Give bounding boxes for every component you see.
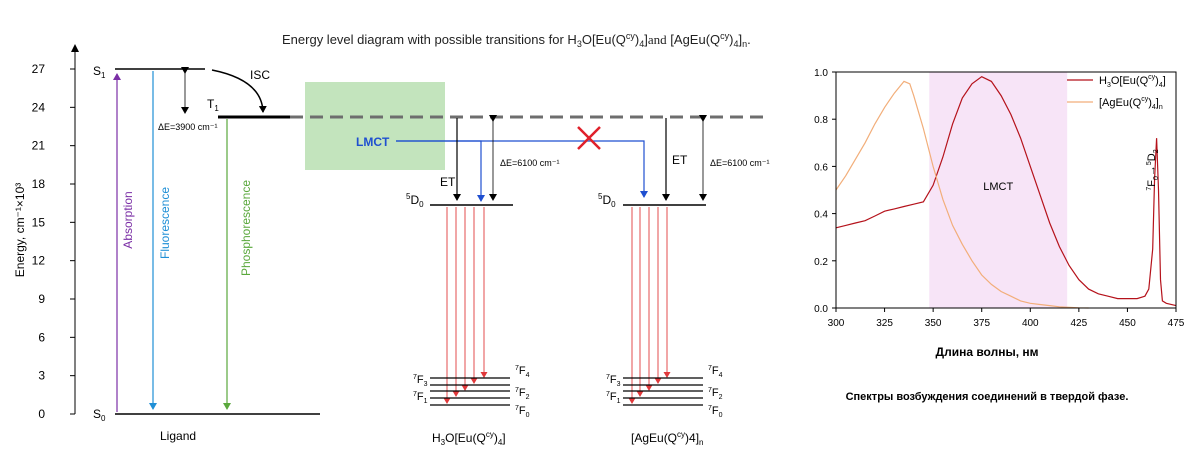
chart-y-tick-label: 0.6 <box>814 162 828 173</box>
energy-tick-label: 9 <box>38 292 45 306</box>
legend-label-eu: H3O[Eu(Qcy)4] <box>1099 74 1166 89</box>
f0-label-ageu: 7F0 <box>708 405 723 419</box>
chart-legend: H3O[Eu(Qcy)4] [AgEu(Qcy)4]n <box>1067 74 1166 111</box>
chart-x-tick-label: 425 <box>1071 318 1088 329</box>
d0-label-ageu: 5D0 <box>598 192 616 209</box>
isc-label: ISC <box>250 68 270 82</box>
lmct-arrow-ageu <box>396 140 648 198</box>
et-label-eu: ET <box>440 175 456 189</box>
chart-x-axis-label: Длина волны, нм <box>936 345 1039 359</box>
figure-caption: Спектры возбуждения соединений в твердой… <box>846 391 1129 403</box>
isc-arrow <box>211 69 267 113</box>
s0-label: S0 <box>93 407 106 423</box>
f3-label-eu: 7F3 <box>413 374 428 388</box>
ligand-label: Ligand <box>160 429 196 443</box>
energy-tick-label: 18 <box>32 177 46 191</box>
energy-tick-label: 0 <box>38 407 45 421</box>
peak-annotation: 7F0→5D2 <box>1146 149 1160 190</box>
chart-plot-frame <box>835 71 1177 309</box>
energy-axis-label: Energy, cm⁻¹×10³ <box>13 183 27 277</box>
energy-tick-label: 24 <box>32 100 46 114</box>
energy-tick-label: 6 <box>38 330 45 344</box>
f2-label-ageu: 7F2 <box>708 387 723 401</box>
compound-label-ageu: [AgEu(Qcy)4]n <box>631 430 704 447</box>
compound-label-eu: H3O[Eu(Qcy)4] <box>432 430 506 447</box>
energy-tick-label: 21 <box>32 139 46 153</box>
chart-x-tick-label: 300 <box>828 318 845 329</box>
legend-label-ageu: [AgEu(Qcy)4]n <box>1099 96 1163 111</box>
series-line-1 <box>835 80 1089 309</box>
delta-e-st-label: ΔE=3900 cm⁻¹ <box>158 122 218 132</box>
emission-lines-eu <box>443 207 488 404</box>
phosphorescence-label: Phosphorescence <box>239 180 253 276</box>
f-levels-eu <box>430 377 510 406</box>
f-levels-ageu <box>623 377 703 406</box>
delta-e-label-eu: ΔE=6100 cm⁻¹ <box>500 158 560 168</box>
f1-label-ageu: 7F1 <box>606 391 621 405</box>
lmct-region <box>929 72 1068 308</box>
chart-x-ticks: 300 325 350 375 400 425 450 475 <box>828 308 1185 329</box>
energy-tick-label: 3 <box>38 369 45 383</box>
lmct-region-label: LMCT <box>983 181 1013 193</box>
t1-label: T1 <box>207 97 219 113</box>
energy-axis-arrowhead <box>71 44 79 52</box>
chart-x-tick-label: 350 <box>925 318 942 329</box>
d0-label-eu: 5D0 <box>406 192 424 209</box>
s1-label: S1 <box>93 64 106 80</box>
energy-tick-label: 27 <box>32 62 46 76</box>
chart-y-tick-label: 0.4 <box>814 210 828 221</box>
delta-e-label-ageu: ΔE=6100 cm⁻¹ <box>710 158 770 168</box>
chart-y-ticks: 0.0 0.2 0.4 0.6 0.8 1.0 <box>814 68 836 315</box>
chart-x-tick-label: 475 <box>1168 318 1185 329</box>
f2-label-eu: 7F2 <box>515 387 530 401</box>
chart-y-tick-label: 0.2 <box>814 257 828 268</box>
chart-y-tick-label: 0.8 <box>814 115 828 126</box>
chart-series-group <box>835 76 1177 309</box>
chart-x-tick-label: 400 <box>1022 318 1039 329</box>
blocked-cross-icon <box>577 126 601 150</box>
energy-axis-ticks: 0 3 6 9 12 15 18 21 24 27 <box>32 62 75 421</box>
chart-y-tick-label: 0.0 <box>814 304 828 315</box>
absorption-label: Absorption <box>121 191 135 248</box>
f4-label-eu: 7F4 <box>515 365 530 379</box>
energy-tick-label: 15 <box>32 215 46 229</box>
chart-y-tick-label: 1.0 <box>814 68 828 79</box>
chart-x-tick-label: 375 <box>973 318 990 329</box>
series-line-0 <box>835 76 1177 307</box>
f1-label-eu: 7F1 <box>413 391 428 405</box>
main-title: Energy level diagram with possible trans… <box>282 31 751 49</box>
emission-lines-ageu <box>628 207 671 404</box>
et-label-ageu: ET <box>672 153 688 167</box>
f0-label-eu: 7F0 <box>515 405 530 419</box>
f3-label-ageu: 7F3 <box>606 374 621 388</box>
energy-tick-label: 12 <box>32 254 46 268</box>
f4-label-ageu: 7F4 <box>708 365 723 379</box>
chart-x-tick-label: 325 <box>876 318 893 329</box>
chart-x-tick-label: 450 <box>1119 318 1136 329</box>
fluorescence-label: Fluorescence <box>158 187 172 259</box>
lmct-box <box>305 82 445 170</box>
lmct-label: LMCT <box>356 135 390 149</box>
